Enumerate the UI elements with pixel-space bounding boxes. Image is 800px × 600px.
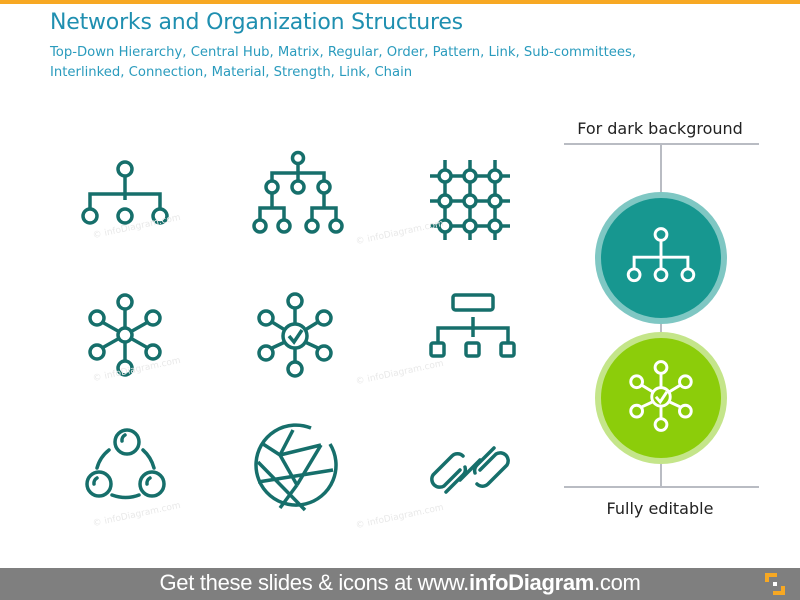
footer-banner: Get these slides & icons at www.infoDiag… <box>0 568 800 600</box>
material-mesh-globe-icon <box>245 420 345 520</box>
top-down-hierarchy-icon <box>626 227 696 283</box>
org-chart-boxes-icon <box>420 285 520 385</box>
interlinked-circles-icon <box>75 420 175 520</box>
dark-background-label: For dark background <box>577 119 743 138</box>
accent-bar <box>0 0 800 4</box>
sub-committees-hierarchy-icon <box>245 150 345 250</box>
footer-link[interactable]: Get these slides & icons at www.infoDiag… <box>159 570 641 595</box>
matrix-grid-icon <box>420 148 520 248</box>
fully-editable-label: Fully editable <box>606 499 714 518</box>
bottom-divider <box>564 486 759 488</box>
page-subtitle: Top-Down Hierarchy, Central Hub, Matrix,… <box>50 45 637 80</box>
hub-checkmark-icon <box>245 285 345 385</box>
infodiagram-logo-icon <box>765 573 785 595</box>
hub-checkmark-icon <box>629 360 693 432</box>
central-hub-icon <box>75 285 175 385</box>
chain-link-icon <box>420 420 520 520</box>
page-title: Networks and Organization Structures <box>50 10 463 35</box>
green-circle-badge <box>595 332 727 464</box>
top-down-hierarchy-icon <box>75 150 175 250</box>
dark-circle-badge <box>595 192 727 324</box>
